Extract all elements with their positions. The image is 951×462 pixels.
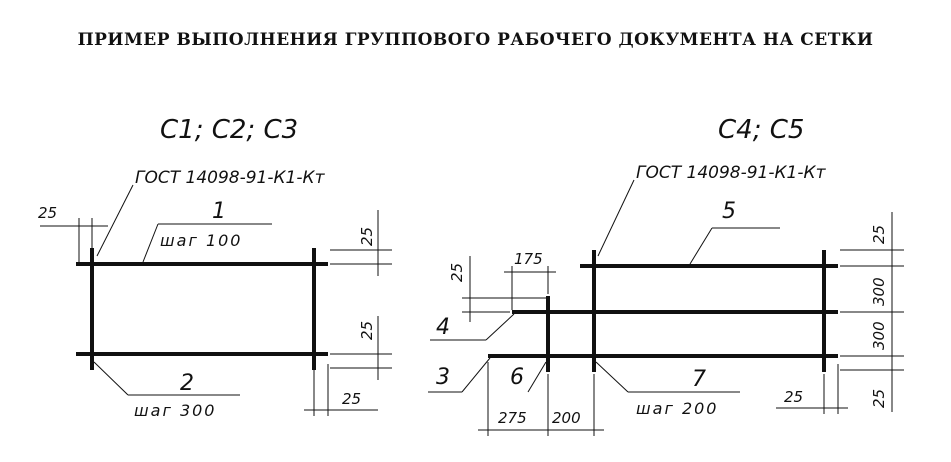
- left-pos-2-step: шаг 300: [134, 401, 216, 420]
- right-dim-25-d: 25: [784, 388, 803, 406]
- right-mesh-mark: С4; С5: [718, 115, 804, 145]
- right-dim-25-a: 25: [448, 263, 466, 282]
- page-title: ПРИМЕР ВЫПОЛНЕНИЯ ГРУППОВОГО РАБОЧЕГО ДО…: [77, 30, 874, 50]
- left-gost-leader: [96, 184, 134, 257]
- right-dim-300-a: 300: [870, 277, 888, 306]
- left-dim-25-d: 25: [342, 390, 361, 408]
- right-dim-25-c: 25: [870, 389, 888, 408]
- right-gost-leader: [597, 179, 635, 257]
- right-dim-175: 175: [514, 250, 543, 268]
- left-pos-1-step: шаг 100: [160, 231, 242, 250]
- left-pos-1-leader: [142, 223, 159, 263]
- right-mesh-gost: ГОСТ 14098-91-К1-Кт: [636, 163, 827, 183]
- right-dim-25-b: 25: [870, 225, 888, 244]
- right-pos-7-leader: [595, 361, 629, 393]
- right-pos-6: 6: [510, 365, 524, 390]
- right-pos-5: 5: [722, 199, 736, 224]
- left-pos-2: 2: [180, 371, 194, 396]
- right-mesh: С4; С5 ГОСТ 14098-91-К1-Кт 5 4 3 6: [428, 115, 904, 436]
- right-pos-4-leader: [485, 313, 515, 341]
- left-mesh-mark: С1; С2; С3: [160, 115, 298, 145]
- right-pos-4: 4: [436, 315, 450, 340]
- right-pos-3: 3: [436, 365, 450, 390]
- left-mesh-gost: ГОСТ 14098-91-К1-Кт: [135, 168, 326, 188]
- left-mesh: С1; С2; С3 ГОСТ 14098-91-К1-Кт 1 шаг 100…: [38, 115, 392, 420]
- left-pos-2-leader: [93, 361, 129, 396]
- left-dim-25-b: 25: [358, 227, 376, 246]
- right-pos-6-leader: [527, 361, 547, 393]
- right-dim-200: 200: [552, 409, 581, 427]
- left-pos-1: 1: [212, 199, 226, 224]
- right-pos-5-leader: [689, 227, 713, 265]
- right-pos-3-leader: [461, 357, 491, 393]
- left-dim-25-c: 25: [358, 321, 376, 340]
- right-pos-7: 7: [692, 367, 706, 392]
- right-pos-7-step: шаг 200: [636, 399, 718, 418]
- right-dim-275: 275: [498, 409, 527, 427]
- right-dim-300-b: 300: [870, 321, 888, 350]
- left-dim-25-a: 25: [38, 204, 57, 222]
